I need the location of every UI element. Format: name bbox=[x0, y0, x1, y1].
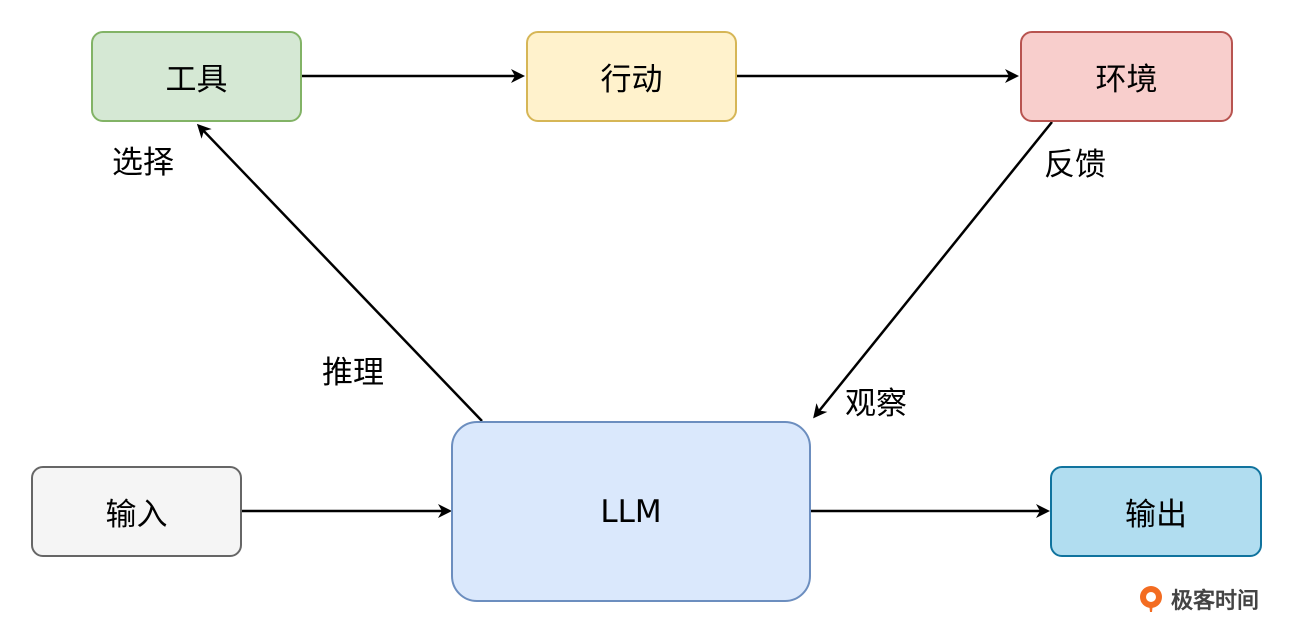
node-environment-label: 环境 bbox=[1095, 62, 1158, 98]
node-action-label: 行动 bbox=[600, 62, 663, 98]
node-input-label: 输入 bbox=[105, 497, 168, 533]
edge-label-feedback: 反馈 bbox=[1044, 147, 1106, 183]
node-output-label: 输出 bbox=[1125, 497, 1187, 533]
node-tools-label: 工具 bbox=[165, 62, 228, 98]
node-output: 输出 bbox=[1050, 466, 1262, 557]
node-action: 行动 bbox=[526, 31, 737, 122]
edge-label-reasoning: 推理 bbox=[322, 355, 384, 391]
node-llm: LLM bbox=[451, 421, 811, 602]
arrow-llm-to-tools bbox=[196, 123, 483, 422]
node-tools: 工具 bbox=[91, 31, 302, 122]
geektime-logo-icon bbox=[1139, 586, 1162, 612]
node-llm-label: LLM bbox=[600, 493, 662, 530]
edge-label-observe: 观察 bbox=[845, 386, 907, 422]
arrow-environment-to-llm bbox=[813, 121, 1053, 419]
watermark: 极客时间 bbox=[1137, 583, 1259, 615]
watermark-text: 极客时间 bbox=[1170, 589, 1259, 614]
node-input: 输入 bbox=[31, 466, 242, 557]
node-environment: 环境 bbox=[1020, 31, 1233, 122]
edge-label-select: 选择 bbox=[112, 145, 174, 181]
